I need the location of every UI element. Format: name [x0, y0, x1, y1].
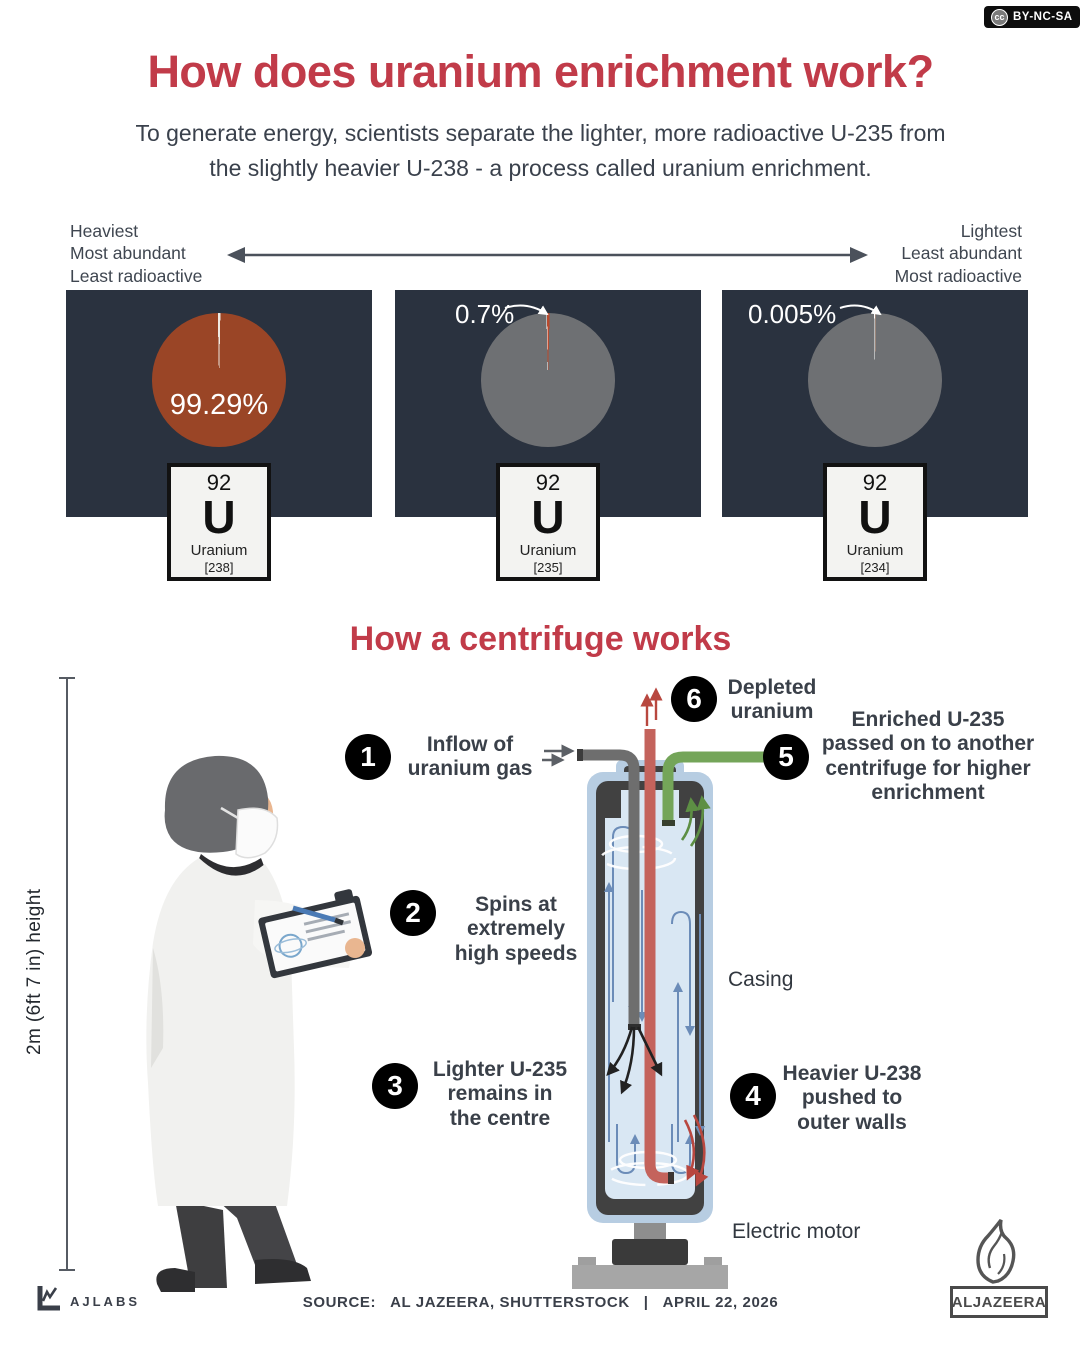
scientist-illustration	[146, 755, 373, 1292]
pie-share-label-u235: 0.7%	[455, 299, 515, 329]
section-heading-centrifuge: How a centrifuge works	[349, 620, 732, 658]
element-card-u235: 92 U Uranium [235]	[496, 463, 600, 581]
cc-license-label: BY-NC-SA	[1013, 11, 1073, 23]
aljazeera-logo-box: ALJAZEERA	[950, 1286, 1048, 1318]
element-number: 92	[206, 470, 232, 495]
spectrum-double-arrow-icon	[227, 247, 868, 263]
motor-block	[612, 1239, 688, 1265]
step-label-1: Inflow of uranium gas	[407, 733, 533, 781]
element-number: 92	[862, 470, 888, 495]
element-name: Uranium	[519, 541, 577, 559]
step-badge-1: 1	[345, 734, 391, 780]
source-value: AL JAZEERA, SHUTTERSTOCK	[390, 1294, 630, 1311]
element-mass: [234]	[860, 559, 890, 575]
element-symbol: U	[531, 491, 565, 543]
pie-leader-arrow-icon-u235	[504, 304, 549, 316]
pie-share-label-u238: 99.29%	[169, 389, 269, 421]
inflow-arrows-icon	[542, 744, 575, 767]
source-separator: |	[643, 1294, 649, 1311]
ajlabs-chart-icon	[37, 1286, 60, 1311]
element-name: Uranium	[190, 541, 248, 559]
enriched-pipe	[662, 751, 770, 824]
element-symbol: U	[858, 491, 892, 543]
step-badge-6: 6	[671, 676, 717, 722]
height-measure-line	[59, 677, 75, 1271]
element-card-u234: 92 U Uranium [234]	[823, 463, 927, 581]
step-badge-2: 2	[390, 890, 436, 936]
element-number: 92	[535, 470, 561, 495]
step-badge-3: 3	[372, 1063, 418, 1109]
centrifuge-illustration	[542, 687, 807, 1289]
step-badge-4: 4	[730, 1073, 776, 1119]
ajlabs-logo: AJLABS	[36, 1284, 140, 1312]
page-title: How does uranium enrichment work?	[147, 46, 934, 97]
step-badge-5: 5	[763, 734, 809, 780]
aljazeera-flame-icon	[976, 1218, 1016, 1284]
source-date: APRIL 22, 2026	[662, 1294, 779, 1311]
cc-icon: cc	[991, 8, 1008, 26]
element-mass: [238]	[204, 559, 234, 575]
pie-chart-u235	[481, 313, 615, 447]
cc-license-badge: cc BY-NC-SA	[984, 6, 1080, 28]
casing-label: Casing	[728, 968, 794, 991]
source-label: SOURCE:	[302, 1294, 377, 1311]
pie-chart-u234	[808, 313, 942, 447]
spectrum-left-label: Heaviest Most abundant Least radioactive	[70, 221, 203, 286]
depleted-pipe	[644, 729, 670, 1184]
motor-base	[572, 1265, 728, 1289]
height-label: 2m (6ft 7 in) height	[24, 888, 45, 1056]
step-label-4: Heavier U-238 pushed to outer walls	[782, 1062, 922, 1134]
pie-share-label-u234: 0.005%	[748, 299, 837, 329]
vent-arrows-icon	[640, 687, 663, 726]
ajlabs-label: AJLABS	[70, 1294, 141, 1309]
step-label-5: Enriched U-235 passed on to another cent…	[821, 708, 1035, 805]
pie-leader-arrow-icon-u234	[839, 304, 882, 316]
motor-shaft	[634, 1221, 666, 1241]
spectrum-right-label: Lightest Least abundant Most radioactive	[894, 221, 1022, 286]
element-symbol: U	[202, 491, 236, 543]
page-subtitle: To generate energy, scientists separate …	[135, 120, 946, 181]
element-card-u238: 92 U Uranium [238]	[167, 463, 271, 581]
inflow-pipe	[582, 749, 640, 1027]
element-name: Uranium	[846, 541, 904, 559]
motor-label: Electric motor	[732, 1220, 861, 1243]
step-label-3: Lighter U-235 remains in the centre	[432, 1058, 568, 1130]
element-mass: [235]	[533, 559, 563, 575]
pie-chart-u238	[152, 313, 286, 447]
step-label-6: Depleted uranium	[727, 676, 817, 724]
source-line: SOURCE: AL JAZEERA, SHUTTERSTOCK | APRIL…	[0, 1294, 1081, 1311]
step-label-2: Spins at extremely high speeds	[454, 893, 578, 965]
